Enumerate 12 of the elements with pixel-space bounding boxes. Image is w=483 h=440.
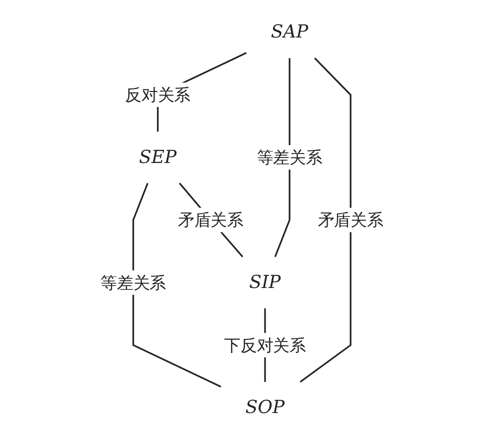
edge-label: 等差关系 — [256, 148, 322, 168]
edge-label: 矛盾关系 — [317, 210, 383, 230]
connector — [132, 182, 221, 388]
edge-label: 下反对关系 — [224, 335, 306, 355]
node-text: SIP — [248, 272, 280, 293]
edge-label: 矛盾关系 — [178, 210, 243, 230]
edge-label: 等差关系 — [100, 272, 166, 292]
node-text: SOP — [244, 397, 284, 418]
node-text: SAP — [270, 22, 308, 43]
connector — [299, 58, 351, 383]
node-text: SEP — [138, 147, 176, 168]
edge-label: 反对关系 — [124, 85, 190, 105]
